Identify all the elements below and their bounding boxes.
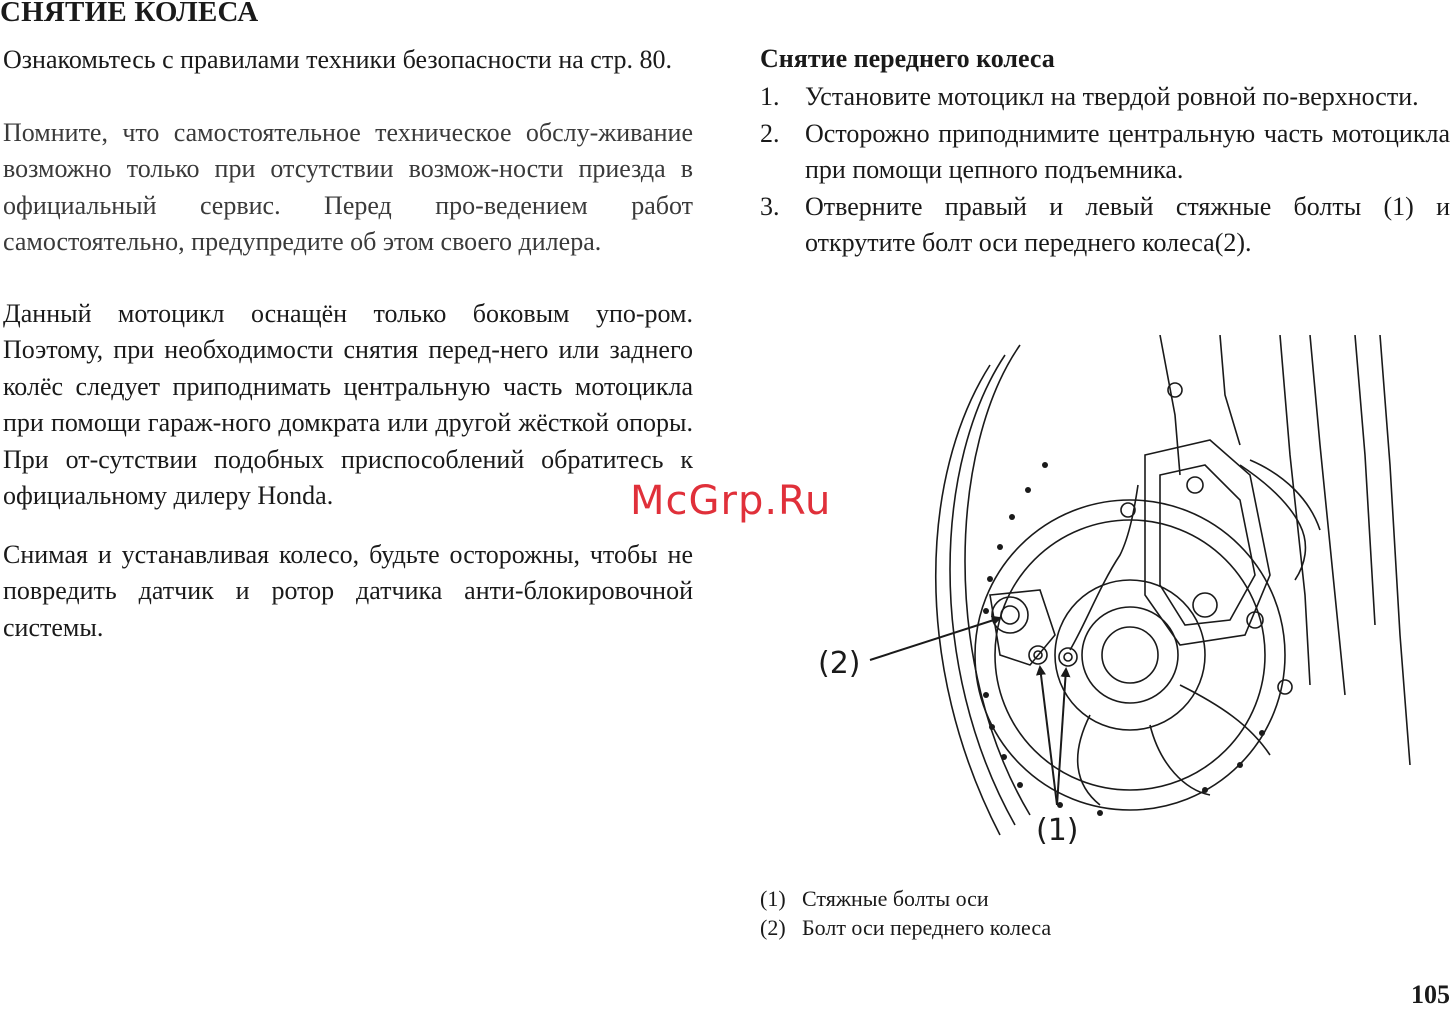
callout-leaders <box>869 615 1071 806</box>
right-column: Снятие переднего колеса 1. Установите мо… <box>760 41 1450 262</box>
step-text: Установите мотоцикл на твердой ровной по… <box>805 82 1419 111</box>
wheel-linework <box>935 335 1411 836</box>
section-heading: Снятие переднего колеса <box>760 44 1055 73</box>
step-number: 3. <box>760 191 780 221</box>
step-item: 3. Отверните правый и левый стяжные болт… <box>760 189 1450 262</box>
step-item: 2. Осторожно приподнимите центральную ча… <box>760 116 1450 189</box>
side-stand-paragraph: Данный мотоцикл оснащён только боковым у… <box>3 298 693 511</box>
left-column: Ознакомьтесь с правилами техники безопас… <box>3 42 693 646</box>
front-wheel-illustration: (2) (1) <box>800 335 1430 855</box>
disc-holes <box>983 462 1265 816</box>
step-text: Осторожно приподнимите центральную часть… <box>805 118 1450 185</box>
legend-text: Болт оси переднего колеса <box>802 915 1052 940</box>
wheel-diagram-svg: (2) (1) <box>818 335 1411 848</box>
legend-number: (2) <box>760 915 786 940</box>
safety-reference-paragraph: Ознакомьтесь с правилами техники безопас… <box>3 45 672 74</box>
steps-list: 1. Установите мотоцикл на твердой ровной… <box>760 79 1450 262</box>
callout-2-label: (2) <box>818 646 861 681</box>
figure-legend: (1) Стяжные болты оси (2) Болт оси перед… <box>760 884 1051 942</box>
step-number: 1. <box>760 82 780 111</box>
callout-1-label: (1) <box>1036 813 1079 848</box>
watermark-logo: McGrp.Ru <box>630 478 832 524</box>
legend-item: (2) Болт оси переднего колеса <box>760 913 1051 942</box>
legend-text: Стяжные болты оси <box>802 886 989 911</box>
page-number: 105 <box>1411 980 1450 1009</box>
self-service-note-paragraph: Помните, что самостоятельное техническое… <box>3 117 693 257</box>
step-item: 1. Установите мотоцикл на твердой ровной… <box>760 79 1450 116</box>
step-text: Отверните правый и левый стяжные болты (… <box>805 191 1450 258</box>
abs-sensor-warning-paragraph: Снимая и устанавливая колесо, будьте ост… <box>3 539 693 642</box>
legend-item: (1) Стяжные болты оси <box>760 884 1051 913</box>
page-title: СНЯТИЕ КОЛЕСА <box>0 0 259 28</box>
legend-number: (1) <box>760 886 786 911</box>
step-number: 2. <box>760 118 780 148</box>
